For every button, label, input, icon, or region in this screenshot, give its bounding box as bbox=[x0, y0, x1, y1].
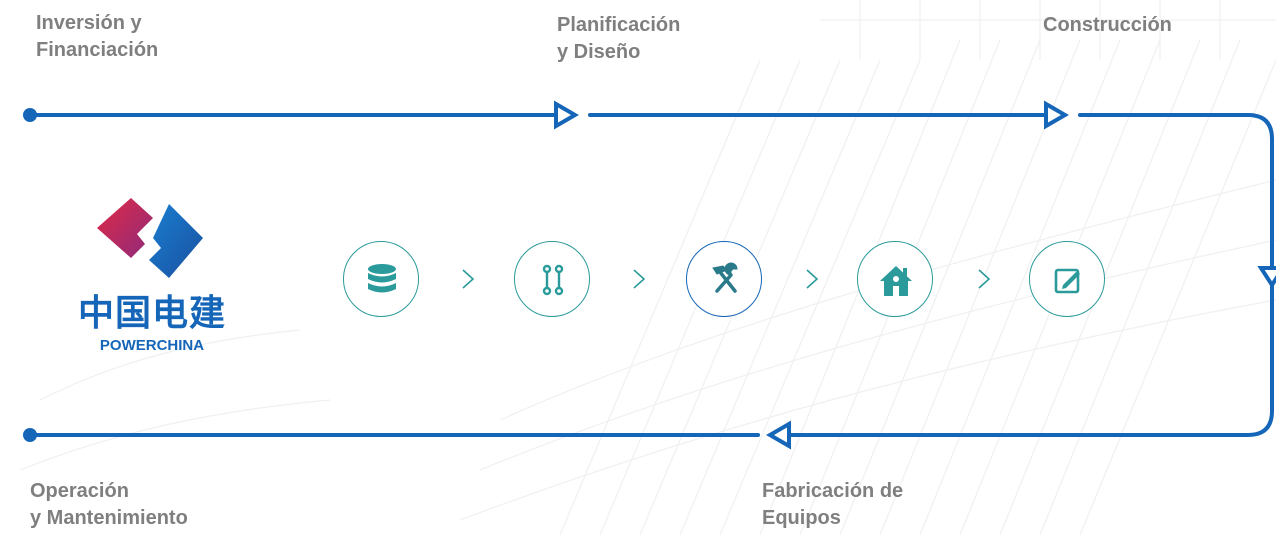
stage-label-line: Equipos bbox=[762, 507, 841, 529]
flow-arrow-right bbox=[554, 100, 579, 130]
edit-icon bbox=[1029, 241, 1105, 317]
stage-label-line: Inversión y bbox=[36, 12, 142, 34]
chevron-right-icon bbox=[978, 269, 991, 289]
end-dot bbox=[23, 428, 37, 442]
logo-chinese-text: 中国电建 bbox=[77, 293, 226, 334]
stage-label-line: y Diseño bbox=[557, 41, 641, 63]
stage-label-line: Operación bbox=[30, 480, 129, 502]
database-icon bbox=[343, 241, 419, 317]
stage-label-line: Fabricación de bbox=[762, 480, 904, 502]
flow-arrow-left bbox=[766, 420, 791, 450]
stage-label-operation: Operación y Mantenimiento bbox=[30, 478, 188, 532]
stage-label-investment: Inversión y Financiación bbox=[36, 10, 158, 64]
stage-label-line: Construcción bbox=[1043, 14, 1172, 36]
stage-label-line: y Mantenimiento bbox=[30, 507, 188, 529]
chevron-right-icon bbox=[462, 269, 475, 289]
tools-icon bbox=[686, 241, 762, 317]
chevron-right-icon bbox=[633, 269, 646, 289]
stage-label-planning: Planificación y Diseño bbox=[557, 12, 680, 66]
stage-label-equipment: Fabricación de Equipos bbox=[762, 478, 903, 532]
stage-label-line: Financiación bbox=[36, 39, 159, 61]
home-icon bbox=[857, 241, 933, 317]
powerchina-logo: 中国电建 POWERCHINA bbox=[72, 198, 232, 368]
stage-label-line: Planificación bbox=[557, 14, 681, 36]
flow-arrow-right bbox=[1044, 100, 1069, 130]
start-dot bbox=[23, 108, 37, 122]
stage-label-construction: Construcción bbox=[1043, 12, 1172, 39]
flow-arrow-down bbox=[1257, 266, 1276, 289]
chevron-right-icon bbox=[806, 269, 819, 289]
network-link-icon bbox=[514, 241, 590, 317]
logo-english-text: POWERCHINA bbox=[99, 337, 205, 354]
powerchina-logo-mark bbox=[97, 198, 203, 278]
